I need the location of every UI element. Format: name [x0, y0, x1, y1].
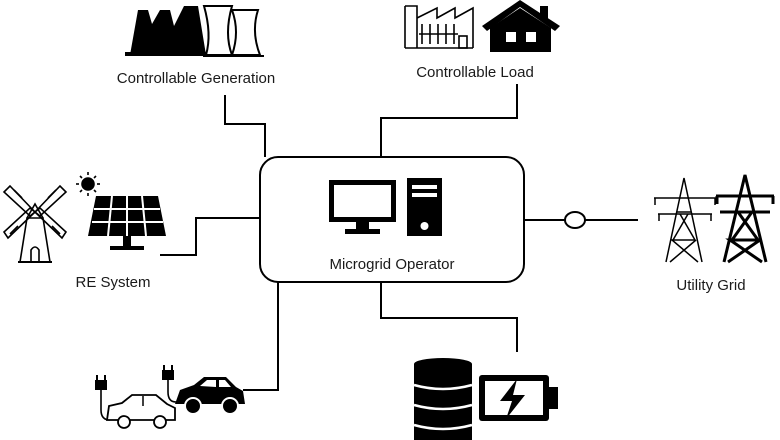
line-ev-operator [243, 282, 279, 391]
factory-house-icon [404, 0, 560, 52]
power-plant-icon [125, 5, 264, 57]
line-generation-operator [224, 95, 266, 157]
breaker-icon [564, 211, 586, 229]
battery-icon [479, 375, 558, 421]
label-microgrid-operator: Microgrid Operator [329, 256, 454, 273]
computer-icon [329, 178, 442, 236]
electric-car-icon [95, 365, 245, 429]
label-controllable-load: Controllable Load [416, 64, 534, 81]
label-utility-grid: Utility Grid [676, 277, 745, 294]
operator-node [259, 156, 525, 283]
line-load-operator [380, 84, 518, 157]
line-storage-operator [380, 282, 518, 352]
line-re-operator [160, 217, 260, 256]
windmill-solar-icon [2, 172, 166, 263]
label-re-system: RE System [75, 274, 150, 291]
battery-storage-icon [413, 358, 558, 440]
database-icon [413, 358, 473, 440]
sun-icon [76, 172, 100, 196]
connection-lines [160, 84, 638, 391]
label-controllable-generation: Controllable Generation [117, 70, 275, 87]
transmission-tower-icon [654, 174, 775, 264]
